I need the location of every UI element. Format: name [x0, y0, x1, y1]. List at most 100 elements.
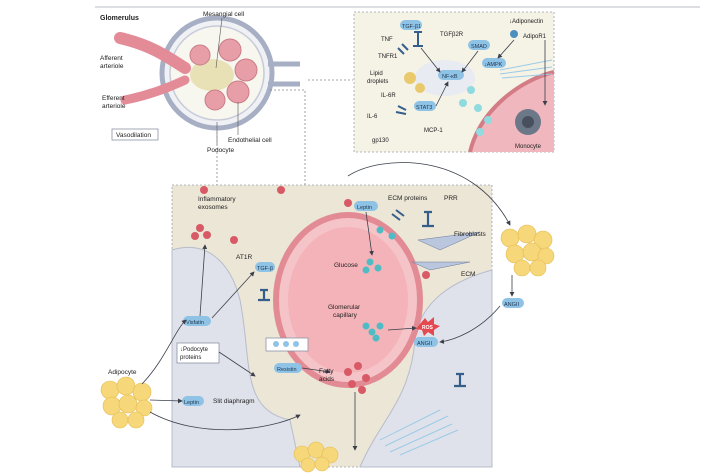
monocyte-label: Monocyte — [515, 144, 542, 150]
podocyte-proteins-label-1: ↓Podocyte — [180, 347, 209, 353]
angii-right-pill — [502, 298, 524, 308]
signaling-inset: TGF-β1 TGFβ2R ↓Adiponectin AdipoR1 TNF T… — [353, 11, 555, 153]
smad-pill — [468, 40, 490, 50]
zoom-connector — [270, 89, 306, 225]
fatty-acids-label-2: acids — [319, 376, 335, 383]
main-panel: Leptin TGF-β Visfatin Resistin Leptin AN… — [100, 162, 555, 473]
flow-arrow — [218, 351, 256, 377]
resistin-label: Resistin — [277, 367, 297, 373]
flow-arrow — [301, 367, 331, 374]
capillary-loop — [234, 58, 258, 82]
podocyte-proteins-label-2: proteins — [180, 355, 201, 361]
effect-dot — [283, 341, 289, 347]
efferent-label-1: Efferent — [102, 95, 125, 102]
ecm-fibers-main — [379, 409, 459, 456]
adipocyte-cluster-bottom — [293, 441, 339, 473]
flow-arrow — [141, 319, 187, 385]
capillary-loop — [218, 38, 242, 62]
gp130-label: gp130 — [372, 138, 389, 144]
efferent-arteriole-shape — [120, 75, 190, 105]
fibroblasts-label: Fibroblasts — [454, 231, 487, 238]
mcp1-label: MCP-1 — [424, 128, 443, 134]
tgfb-pill — [255, 262, 275, 272]
leptin-pill-top — [354, 201, 378, 211]
ecm-label: ECM — [461, 271, 475, 278]
flow-arrow — [149, 411, 301, 431]
signal-arrow — [461, 50, 479, 73]
glomerulus-panel: Glomerulus Mesangial cell Afferent arter… — [100, 11, 300, 154]
ecm-fibers — [499, 59, 553, 79]
vasodilation-box — [111, 128, 159, 141]
capillary-loop — [226, 80, 250, 104]
mcp1-particle — [459, 99, 467, 107]
leptin-top-label: Leptin — [357, 205, 372, 211]
inflammatory-exosomes-label-1: Inflammatory — [198, 196, 236, 203]
capillary-loop — [189, 44, 211, 66]
adipocyte-label: Adipocyte — [108, 369, 137, 376]
il6-label: IL-6 — [367, 114, 378, 120]
podocyte-proteins-box — [176, 342, 220, 364]
nfkb-label: NF-κB — [442, 74, 458, 80]
receptor-icon — [397, 43, 409, 55]
effect-dot — [273, 341, 279, 347]
flow-arrow — [211, 271, 255, 319]
endothelial-cell-label: Endothelial cell — [228, 137, 272, 144]
afferent-arteriole-shape — [114, 32, 191, 74]
tgfb1-pill — [400, 20, 422, 30]
flow-arrow — [199, 244, 208, 317]
lipid-droplet — [415, 83, 425, 93]
flow-arrow — [365, 211, 374, 256]
tnf-label: TNF — [381, 37, 393, 43]
tgfb-label: TGF-β — [257, 266, 273, 272]
proximal-tubule — [268, 61, 300, 87]
prr-label: PRR — [444, 195, 458, 202]
adipocyte-cluster-right — [500, 224, 555, 277]
leader-line — [215, 17, 223, 69]
flow-arrow — [347, 162, 511, 226]
afferent-label-1: Afferent — [100, 55, 123, 62]
tgfb1-label: TGF-β1 — [402, 24, 421, 30]
adipocyte-cluster-left — [100, 376, 153, 429]
receptor-icon — [395, 105, 407, 115]
ros-label: ROS — [422, 325, 434, 331]
il6r-label: IL-6R — [381, 93, 396, 99]
nfkb-pill — [438, 70, 464, 80]
flow-arrow — [387, 325, 417, 331]
glucose-dots — [362, 226, 396, 342]
signal-arrow — [497, 39, 515, 59]
exosome-dots — [191, 186, 430, 279]
signal-arrow — [420, 47, 441, 73]
adiponectin-label: ↓Adiponectin — [509, 19, 543, 25]
smad-label: SMAD — [471, 44, 487, 50]
capillary-wall-edge — [468, 70, 555, 153]
mesangial-core — [190, 59, 234, 91]
ecm-proteins-label: ECM proteins — [388, 195, 428, 202]
resistin-pill — [274, 363, 302, 373]
stat3-pill — [414, 101, 436, 111]
prr-receptor-icon — [422, 210, 434, 228]
leptin-pill-bottom — [182, 396, 204, 406]
glomerulus-title: Glomerulus — [100, 15, 139, 22]
visfatin-pill — [183, 316, 211, 326]
angii-box-label: ANGII — [417, 341, 432, 347]
fatty-acid-dots — [344, 362, 370, 394]
glomerular-capillary-label-1: Glomerular — [328, 304, 361, 311]
tnfr1-label: TNFR1 — [378, 54, 398, 60]
receptor-icon — [391, 209, 405, 221]
ampk-label: ↓AMPK — [484, 62, 503, 68]
glucose-label: Glucose — [334, 262, 358, 269]
vasodilation-label: Vasodilation — [116, 132, 151, 139]
slit-diaphragm-label: Slit diaphragm — [213, 398, 255, 405]
tgfb2r-label: TGFβ2R — [440, 32, 464, 38]
ampk-pill — [482, 58, 506, 68]
flow-arrow — [439, 305, 501, 344]
mesangial-cell-label: Mesangial cell — [203, 11, 245, 18]
glomerular-capillary-label-2: capillary — [333, 312, 358, 319]
podocyte-label: Podocyte — [207, 147, 234, 154]
visfatin-label: Visfatin — [186, 320, 204, 326]
monocyte-nucleus — [522, 116, 534, 128]
efferent-label-2: arteriole — [102, 103, 126, 110]
inflammatory-exosomes-label-2: exosomes — [198, 204, 228, 211]
fatty-acids-label-1: Fatty — [319, 368, 334, 375]
